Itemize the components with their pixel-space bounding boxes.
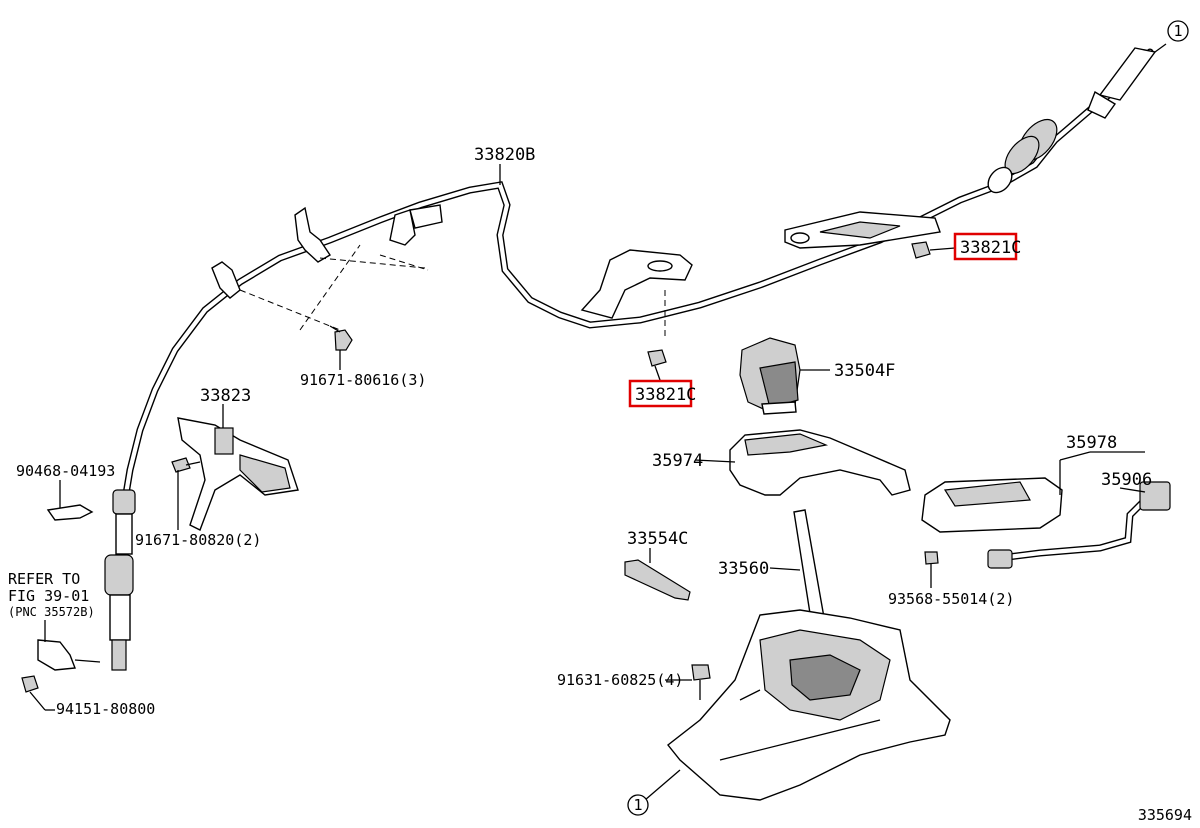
cable-lower-rod <box>109 594 131 641</box>
bracket-33823 <box>177 417 299 531</box>
label-33554C[interactable]: 33554C <box>627 529 688 549</box>
label-94151-80800[interactable]: 94151-80800 <box>56 700 155 718</box>
label-33821C-top[interactable]: 33821C <box>960 238 1021 258</box>
shift-knob-33504F <box>739 337 801 415</box>
cable-clamp-lower <box>211 261 241 299</box>
cable-bracket-top-inner <box>819 221 901 239</box>
label-93568-55014[interactable]: 93568-55014(2) <box>888 590 1014 608</box>
cable-end-joint <box>1087 90 1117 119</box>
label-35974[interactable]: 35974 <box>652 451 703 471</box>
label-35906[interactable]: 35906 <box>1101 470 1152 490</box>
clip-90468-04193 <box>46 504 94 521</box>
refer-note-line2: FIG 39-01 <box>8 587 89 605</box>
bolt-91671-80820 <box>171 457 201 473</box>
plate-33554C <box>624 559 691 601</box>
bracket-33823-arm <box>239 454 291 493</box>
cable-sleeve <box>987 166 1013 194</box>
refer-note-line3: (PNC 35572B) <box>8 605 95 619</box>
module-35978 <box>921 477 1063 533</box>
nut-94151-80800 <box>21 675 39 693</box>
label-91671-80820[interactable]: 91671-80820(2) <box>135 531 261 549</box>
label-33820B[interactable]: 33820B <box>474 145 535 165</box>
cable-lower-collar <box>112 489 136 515</box>
bolt-93568-55014 <box>924 551 939 580</box>
connector-ref-top-label: 1 <box>1173 22 1182 40</box>
cable-grommet <box>389 209 416 246</box>
cable-bracket-hole <box>790 232 810 244</box>
label-35978[interactable]: 35978 <box>1066 433 1117 453</box>
label-33821C-mid[interactable]: 33821C <box>635 385 696 405</box>
label-33504F[interactable]: 33504F <box>834 361 895 381</box>
cable-lower-boot <box>104 554 134 596</box>
retainer-bracket-35572B <box>37 639 101 671</box>
label-33823[interactable]: 33823 <box>200 386 251 406</box>
shift-cable-33820B <box>104 47 1157 671</box>
highlight-box-33821C-mid <box>628 379 693 408</box>
wire-harness-35906 <box>987 481 1171 569</box>
cable-end-fitting <box>1098 47 1157 101</box>
nut-33821C-top <box>911 241 931 259</box>
leader-lines <box>29 43 1167 801</box>
diagram-id: 335694 <box>1138 806 1192 824</box>
label-90468-04193[interactable]: 90468-04193 <box>16 462 115 480</box>
connector-ref-top: 1 <box>1167 20 1189 42</box>
assembly-dashed-lines <box>239 244 666 340</box>
shift-lever-assembly-33560 <box>667 509 951 801</box>
cable-lower-end <box>111 639 127 671</box>
indicator-housing-35974 <box>729 429 911 496</box>
nut-33821C-mid <box>647 349 667 367</box>
label-33560[interactable]: 33560 <box>718 559 769 579</box>
cable-bracket-mid-hole <box>647 260 673 272</box>
cable-clamp-left <box>294 206 331 263</box>
connector-ref-bottom: 1 <box>627 794 649 816</box>
highlight-box-33821C-top <box>953 232 1018 261</box>
cable-grommet-collar <box>409 204 443 229</box>
bracket-33823-block <box>214 427 234 455</box>
bolt-91631-60825 <box>691 664 711 700</box>
label-91671-80616[interactable]: 91671-80616(3) <box>300 371 426 389</box>
bolt-91671-80616 <box>329 325 353 351</box>
label-91631-60825[interactable]: 91631-60825(4) <box>557 671 683 689</box>
refer-note-line1: REFER TO <box>8 570 80 588</box>
cable-lower-tube <box>115 513 133 555</box>
connector-ref-bottom-label: 1 <box>633 796 642 814</box>
